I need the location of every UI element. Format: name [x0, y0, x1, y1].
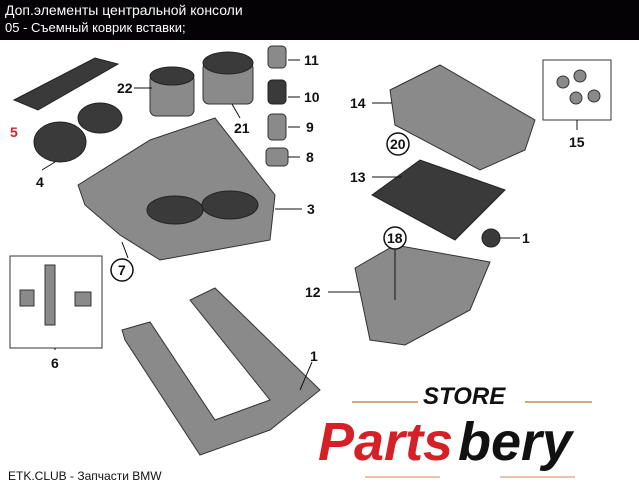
callout-8[interactable]: 8	[306, 149, 314, 165]
callout-18-circle	[383, 226, 407, 250]
watermark-bery: bery	[458, 412, 575, 472]
part-13-mat[interactable]	[371, 159, 506, 241]
part-15-box[interactable]	[542, 59, 612, 121]
part-12-bin[interactable]	[354, 244, 491, 346]
part-1-base[interactable]	[121, 287, 321, 456]
callout-3[interactable]: 3	[307, 201, 315, 217]
callout-10[interactable]: 10	[304, 89, 320, 105]
callout-22[interactable]: 22	[117, 80, 133, 96]
part-6-box[interactable]	[9, 255, 103, 349]
callout-13[interactable]: 13	[350, 169, 366, 185]
part-4-coasters[interactable]	[33, 102, 123, 163]
part-5-mat[interactable]	[12, 57, 120, 111]
callout-9[interactable]: 9	[306, 119, 314, 135]
part-3-console-tray[interactable]	[77, 117, 276, 261]
header-bar: Доп.элементы центральной консоли 05 - Съ…	[0, 0, 639, 40]
callout-4[interactable]: 4	[36, 174, 44, 190]
callout-20-circle	[386, 132, 410, 156]
part-8[interactable]	[265, 147, 289, 167]
diagram-title: Доп.элементы центральной консоли	[5, 2, 243, 18]
part-11[interactable]	[267, 45, 287, 69]
part-17-plug[interactable]	[481, 228, 501, 248]
callout-7[interactable]: 7	[118, 262, 126, 278]
callout-18[interactable]: 18	[387, 230, 403, 246]
leader-lines	[41, 59, 578, 391]
callout-11[interactable]: 11	[304, 52, 319, 68]
callout-12[interactable]: 12	[305, 284, 321, 300]
part-22-cup-insert[interactable]	[149, 66, 195, 117]
callout-15[interactable]: 15	[569, 134, 585, 150]
callout-6[interactable]: 6	[51, 355, 59, 371]
callout-14[interactable]: 14	[350, 95, 366, 111]
part-10[interactable]	[267, 79, 287, 105]
callout-7-circle	[110, 258, 134, 282]
callout-1[interactable]: 1	[310, 348, 318, 364]
callout-20[interactable]: 20	[390, 136, 406, 152]
callout-5-selected[interactable]: 5	[10, 124, 18, 140]
diagram-subtitle: 05 - Съемный коврик вставки;	[5, 20, 186, 35]
partsbery-watermark: STORE Parts bery	[318, 383, 592, 478]
part-9[interactable]	[267, 113, 287, 141]
part-14-storage-tray[interactable]	[389, 64, 536, 171]
callout-17[interactable]: 1	[522, 230, 530, 246]
callout-21[interactable]: 21	[234, 120, 250, 136]
part-21-cup-holder[interactable]	[202, 51, 254, 105]
watermark-parts: Parts	[318, 412, 453, 472]
watermark-store: STORE	[423, 383, 506, 410]
footer-text: ETK.CLUB - Запчасти BMW	[8, 469, 162, 483]
